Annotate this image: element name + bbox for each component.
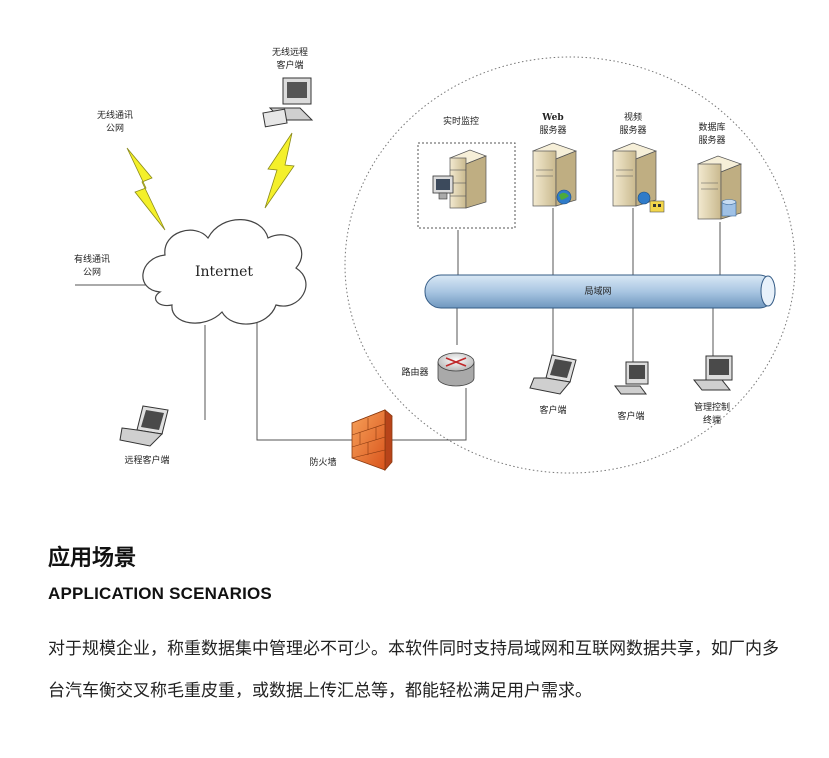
realtime-monitor-label: 实时监控 [443, 115, 479, 127]
client-1-label: 客户端 [539, 404, 566, 416]
router-icon [437, 352, 475, 387]
wireless-bolt-icon [264, 132, 295, 209]
wired-network-label-1: 有线通讯 [74, 253, 110, 265]
client-laptop-icon [529, 354, 577, 395]
control-terminal-icon [692, 355, 733, 391]
client-2-label: 客户端 [617, 410, 644, 422]
wireless-remote-client-label-1: 无线远程 [272, 46, 308, 58]
client-desktop-icon [614, 361, 649, 395]
wireless-remote-client-label-2: 客户端 [276, 59, 303, 71]
lan-label: 局域网 [584, 285, 611, 297]
web-server-label-2: 服务器 [539, 124, 566, 136]
firewall-icon [351, 409, 393, 472]
lan-boundary [344, 56, 796, 474]
database-server-label-2: 服务器 [698, 134, 725, 146]
wireless-network-label-2: 公网 [106, 123, 124, 134]
firewall-label: 防火墙 [309, 456, 336, 468]
video-server-label-1: 视频 [624, 111, 642, 123]
section-title: 应用场景 [48, 546, 137, 571]
wired-network-label-2: 公网 [83, 267, 101, 278]
network-diagram: Internet 无线远程 客户端 无线通讯 公网 有线通讯 公网 远程客户端 [74, 46, 796, 474]
video-server-label-2: 服务器 [619, 124, 646, 136]
realtime-monitor-server-icon [432, 149, 487, 209]
database-server-icon [697, 155, 742, 220]
lan-pipe [424, 274, 776, 309]
wireless-network-label-1: 无线通讯 [97, 109, 133, 121]
internet-label: Internet [195, 264, 253, 280]
realtime-monitor-frame [417, 142, 516, 229]
wireless-remote-client-icon [262, 77, 314, 128]
internet-cloud-icon [142, 219, 307, 325]
wireless-bolt-icon [126, 147, 166, 231]
video-server-icon [612, 142, 665, 213]
web-server-icon [532, 142, 577, 207]
connection-lines [75, 208, 721, 441]
remote-client-label: 远程客户端 [124, 454, 169, 466]
control-terminal-label-1: 管理控制 [694, 401, 730, 413]
database-server-label-1: 数据库 [698, 121, 725, 133]
section-paragraph: 对于规模企业，称重数据集中管理必不可少。本软件同时支持局域网和互联网数据共享，如… [48, 639, 779, 701]
control-terminal-label-2: 终端 [703, 414, 721, 426]
router-label: 路由器 [401, 366, 428, 378]
section-subtitle: APPLICATION SCENARIOS [48, 584, 272, 603]
web-server-label-1: Web [541, 113, 563, 123]
remote-client-laptop-icon [119, 405, 169, 447]
